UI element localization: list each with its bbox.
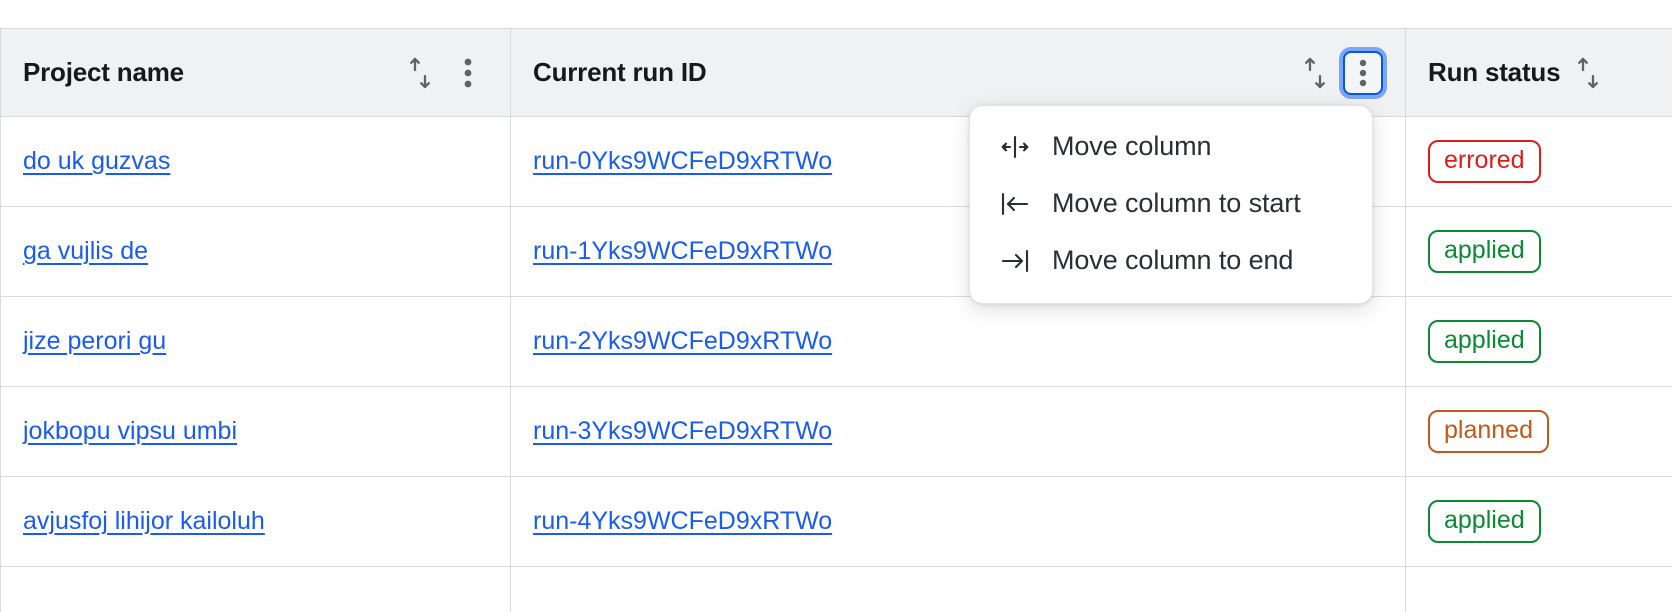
table-row[interactable]: jize perori gu run-2Yks9WCFeD9xRTWo appl… (0, 296, 1672, 387)
project-name-cell (0, 566, 511, 612)
run-status-cell: applied (1405, 206, 1672, 297)
status-badge: errored (1428, 140, 1541, 183)
project-name-link[interactable]: do uk guzvas (23, 147, 171, 175)
column-header-label-run-status: Run status (1428, 57, 1561, 87)
menu-item-label: Move column (1052, 131, 1212, 161)
table-header: Project name (0, 28, 1672, 117)
project-name-link[interactable]: ga vujlis de (23, 237, 149, 265)
run-id-cell: run-2Yks9WCFeD9xRTWo (510, 296, 1406, 387)
project-name-cell: ga vujlis de (0, 206, 511, 297)
run-id-link[interactable]: run-1Yks9WCFeD9xRTWo (533, 237, 833, 265)
project-name-cell: jize perori gu (0, 296, 511, 387)
project-name-cell: jokbopu vipsu umbi (0, 386, 511, 477)
run-status-cell: planned (1405, 386, 1672, 477)
table-row[interactable]: ga vujlis de run-1Yks9WCFeD9xRTWo applie… (0, 206, 1672, 297)
run-id-link[interactable]: run-0Yks9WCFeD9xRTWo (533, 147, 833, 175)
column-header-label-project-name: Project name (23, 57, 184, 87)
status-badge: planned (1428, 410, 1549, 453)
run-status-cell (1405, 566, 1672, 612)
menu-item-label: Move column to end (1052, 245, 1294, 275)
move-column-to-start-icon (1000, 191, 1030, 217)
run-id-link[interactable]: run-2Yks9WCFeD9xRTWo (533, 327, 833, 355)
project-name-link[interactable]: jokbopu vipsu umbi (23, 417, 238, 445)
column-context-menu: Move column Move column to start Move co… (969, 105, 1373, 304)
column-menu-button-project-name[interactable] (448, 51, 488, 95)
sort-icon-project-name[interactable] (402, 53, 438, 93)
sort-icon-current-run-id[interactable] (1297, 53, 1333, 93)
status-badge: applied (1428, 500, 1541, 543)
menu-item-move-column[interactable]: Move column (970, 118, 1372, 175)
project-name-link[interactable]: jize perori gu (23, 327, 167, 355)
move-column-to-end-icon (1000, 248, 1030, 274)
sort-icon-run-status[interactable] (1570, 53, 1606, 93)
run-id-cell (510, 566, 1406, 612)
run-status-cell: errored (1405, 116, 1672, 207)
table-header-row: Project name (0, 28, 1672, 117)
column-header-run-status[interactable]: Run status (1405, 28, 1672, 117)
menu-item-label: Move column to start (1052, 188, 1301, 218)
column-header-label-current-run-id: Current run ID (533, 57, 707, 87)
run-id-cell: run-3Yks9WCFeD9xRTWo (510, 386, 1406, 477)
status-badge: applied (1428, 320, 1541, 363)
projects-table: Project name (0, 28, 1672, 612)
run-id-link[interactable]: run-4Yks9WCFeD9xRTWo (533, 507, 833, 535)
project-name-link[interactable]: avjusfoj lihijor kailoluh (23, 507, 265, 535)
run-id-cell: run-4Yks9WCFeD9xRTWo (510, 476, 1406, 567)
table-row[interactable]: jokbopu vipsu umbi run-3Yks9WCFeD9xRTWo … (0, 386, 1672, 477)
project-name-cell: avjusfoj lihijor kailoluh (0, 476, 511, 567)
column-header-project-name[interactable]: Project name (0, 28, 511, 117)
run-status-cell: applied (1405, 296, 1672, 387)
column-menu-button-current-run-id[interactable] (1343, 50, 1383, 95)
run-status-cell: applied (1405, 476, 1672, 567)
move-column-icon (1000, 134, 1030, 160)
run-id-link[interactable]: run-3Yks9WCFeD9xRTWo (533, 417, 833, 445)
table-row[interactable]: do uk guzvas run-0Yks9WCFeD9xRTWo errore… (0, 116, 1672, 207)
table-row[interactable]: avjusfoj lihijor kailoluh run-4Yks9WCFeD… (0, 476, 1672, 567)
menu-item-move-column-to-end[interactable]: Move column to end (970, 232, 1372, 289)
status-badge: applied (1428, 230, 1541, 273)
table-body: do uk guzvas run-0Yks9WCFeD9xRTWo errore… (0, 116, 1672, 612)
menu-item-move-column-to-start[interactable]: Move column to start (970, 175, 1372, 232)
project-name-cell: do uk guzvas (0, 116, 511, 207)
column-header-current-run-id[interactable]: Current run ID (510, 28, 1406, 117)
table-row-partial[interactable] (0, 566, 1672, 612)
